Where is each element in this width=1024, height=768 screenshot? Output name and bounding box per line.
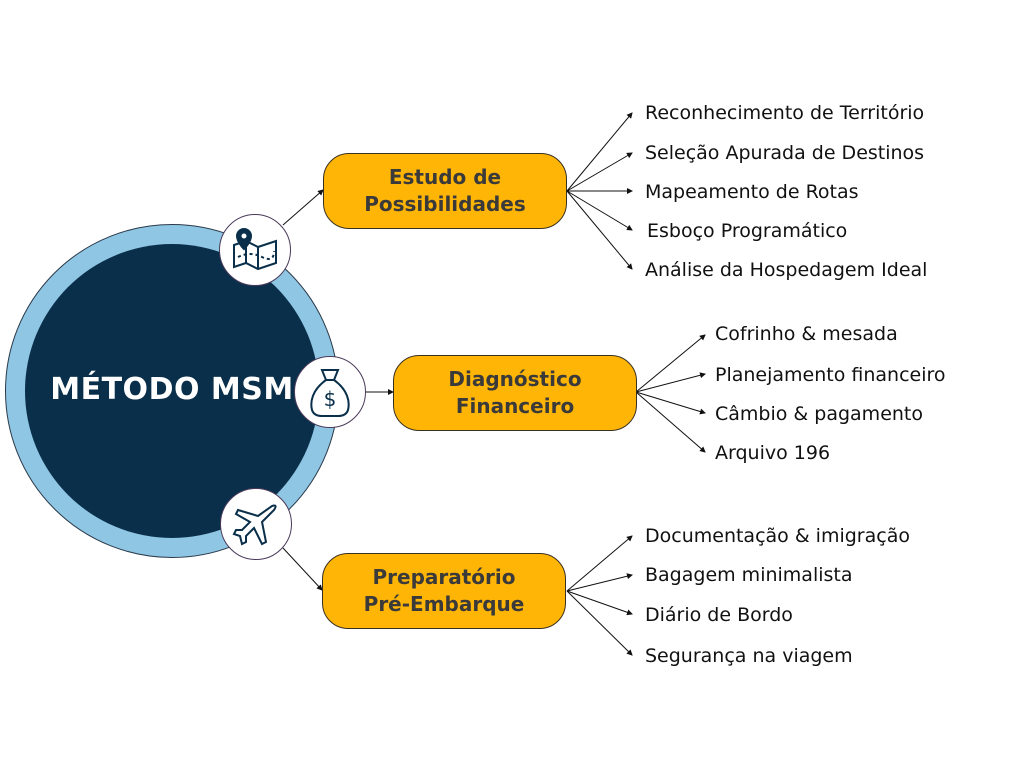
map-pin-icon (219, 214, 291, 286)
list-item: Câmbio & pagamento (715, 403, 923, 425)
branch-box-estudo: Estudo de Possibilidades (323, 153, 567, 229)
list-item: Bagagem minimalista (645, 564, 853, 586)
list-item: Cofrinho & mesada (715, 323, 898, 345)
list-item: Reconhecimento de Território (645, 102, 925, 124)
list-item: Segurança na viagem (645, 645, 853, 667)
branch-box-preparatorio: Preparatório Pré-Embarque (322, 553, 566, 629)
branch-label: Possibilidades (364, 192, 526, 216)
airplane-icon (220, 488, 292, 560)
branch-label: Diagnóstico (448, 367, 582, 391)
method-title: MÉTODO MSM (50, 372, 294, 407)
list-item: Esboço Programático (647, 220, 848, 242)
list-item: Análise da Hospedagem Ideal (645, 259, 928, 281)
list-item: Diário de Bordo (645, 604, 793, 626)
branch-label: Financeiro (455, 394, 575, 418)
branch-label: Pré-Embarque (363, 592, 525, 616)
list-item: Documentação & imigração (645, 525, 910, 547)
list-item: Planejamento financeiro (715, 364, 946, 386)
branch-label: Estudo de (388, 165, 502, 189)
svg-text:$: $ (324, 387, 337, 411)
branch-label: Preparatório (372, 565, 516, 589)
list-item: Mapeamento de Rotas (645, 181, 859, 203)
list-item: Arquivo 196 (715, 442, 831, 464)
branch-box-diagnostico: Diagnóstico Financeiro (393, 355, 637, 431)
method-core (25, 244, 319, 538)
list-item: Seleção Apurada de Destinos (645, 142, 925, 164)
money-bag-icon: $ (294, 356, 366, 428)
